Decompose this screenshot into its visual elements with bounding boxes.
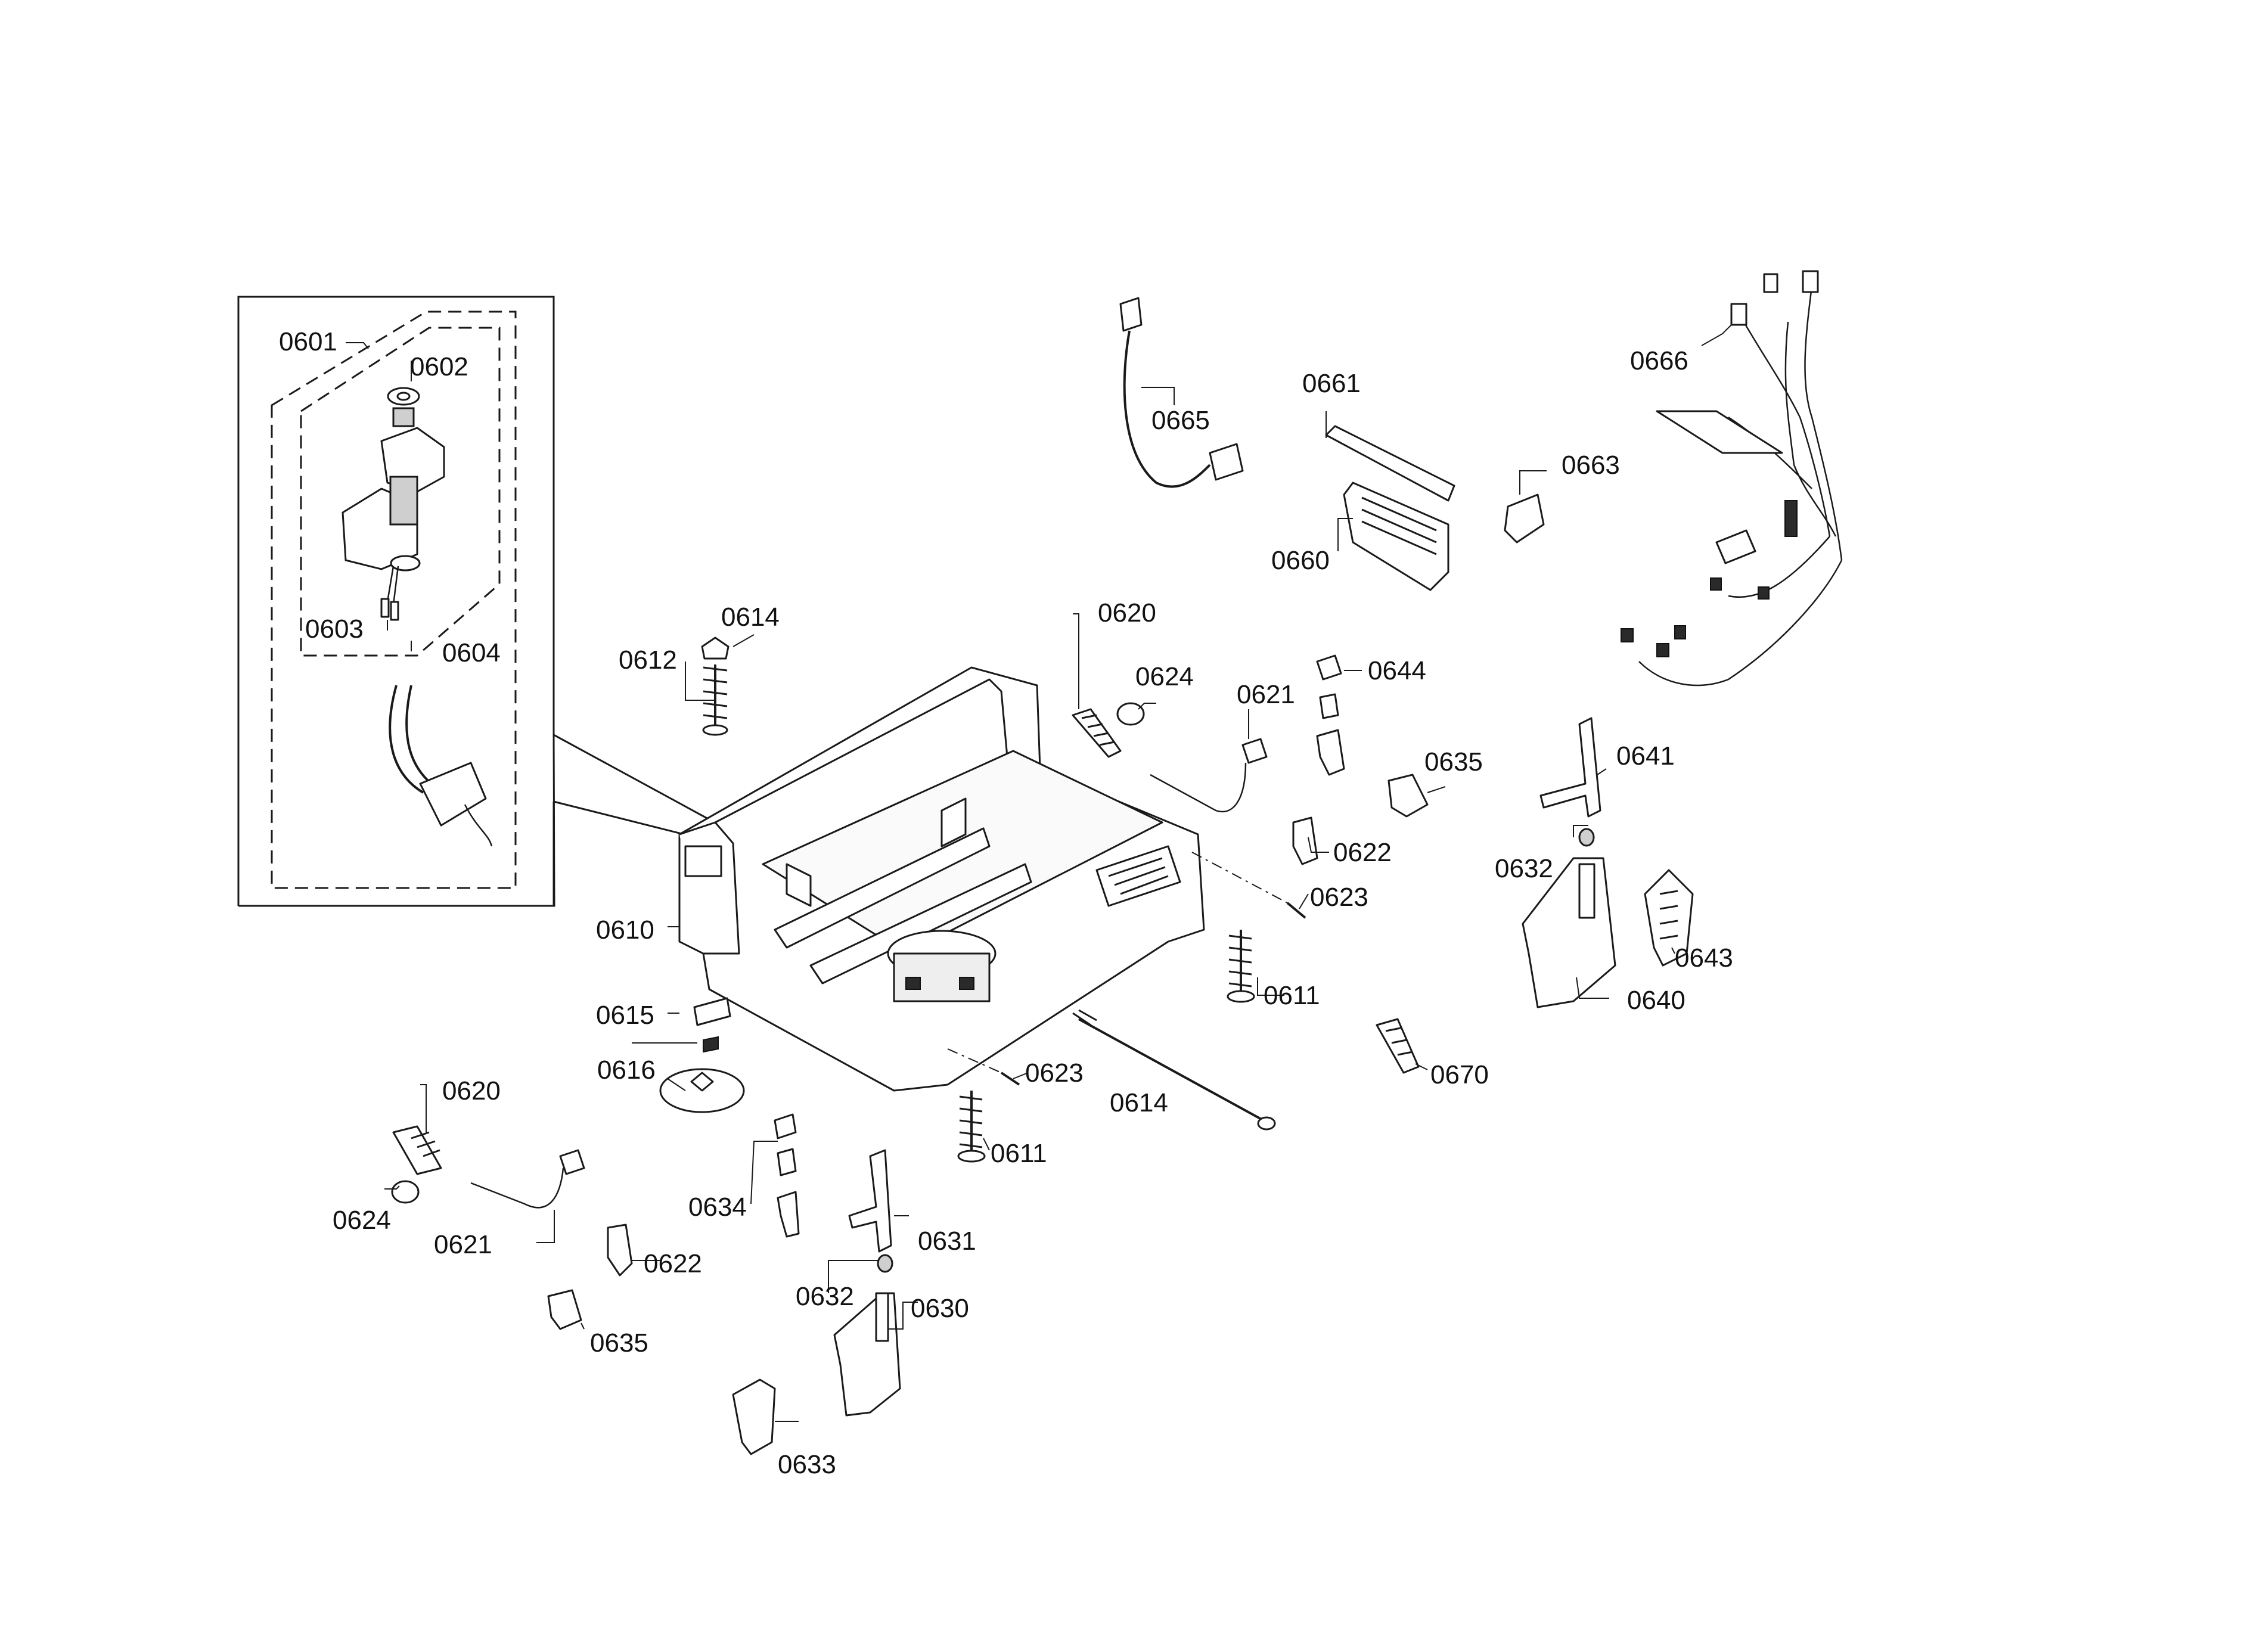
callout-0630: 0630 xyxy=(911,1294,969,1323)
power-cord-part xyxy=(1119,297,1244,488)
callout-0640: 0640 xyxy=(1627,986,1685,1015)
foot-spring-part-front xyxy=(957,1091,986,1163)
callout-0602: 0602 xyxy=(410,352,468,381)
inset-detail-frame xyxy=(237,296,710,907)
hinge-spring-part-left xyxy=(392,1125,442,1175)
bracket-part-right xyxy=(1292,816,1318,865)
callout-0622-left: 0622 xyxy=(644,1249,702,1278)
hinge-lever-part xyxy=(848,1149,893,1273)
adjustable-foot-part xyxy=(701,636,730,736)
callout-0644: 0644 xyxy=(1368,656,1426,685)
callout-0621-right: 0621 xyxy=(1237,680,1295,709)
callout-0620-left: 0620 xyxy=(442,1076,501,1106)
callout-0641: 0641 xyxy=(1616,741,1675,771)
inset-dashed-outline xyxy=(271,310,517,889)
callout-0624-right: 0624 xyxy=(1135,662,1194,691)
callout-0635-left: 0635 xyxy=(590,1328,648,1358)
callout-labels: 0601 0602 0603 0604 0610 0611 0611 0612 … xyxy=(279,327,1733,1479)
control-panel-part xyxy=(1325,425,1455,591)
hinge-lever-part-right xyxy=(1539,717,1601,847)
cap-part-left xyxy=(391,1180,420,1204)
callout-0610: 0610 xyxy=(596,915,654,945)
clip-part-right xyxy=(1387,774,1429,818)
inlet-valve-part xyxy=(342,387,445,621)
callout-0624-left: 0624 xyxy=(333,1206,391,1235)
callout-0612: 0612 xyxy=(619,645,677,675)
hinge-cover-part xyxy=(732,1378,776,1455)
long-rod-part xyxy=(1072,1009,1276,1131)
hinge-clips-part xyxy=(774,1113,800,1238)
callout-0633: 0633 xyxy=(778,1450,836,1479)
callout-0621-left: 0621 xyxy=(434,1230,492,1259)
screw-parts xyxy=(947,852,1306,1086)
wiring-harness-part xyxy=(1621,270,1843,687)
callout-0632-right: 0632 xyxy=(1495,854,1553,883)
callout-0635-right: 0635 xyxy=(1424,747,1483,777)
sensor-block-part xyxy=(693,997,731,1053)
callout-0623-right: 0623 xyxy=(1310,883,1368,912)
callout-0604: 0604 xyxy=(442,638,501,667)
cap-part-right xyxy=(1116,702,1145,726)
foot-spring-part-right xyxy=(1227,930,1255,1003)
callout-0616: 0616 xyxy=(597,1055,656,1085)
hinge-plate-part-right xyxy=(1522,857,1616,1008)
disc-part xyxy=(659,1068,745,1113)
callout-0603: 0603 xyxy=(305,614,364,644)
small-bracket-part xyxy=(1376,1018,1420,1074)
spring-cable-part-right xyxy=(1150,738,1268,812)
callout-0620-right: 0620 xyxy=(1098,598,1156,628)
callout-0622-right: 0622 xyxy=(1333,838,1392,867)
callout-0665: 0665 xyxy=(1151,406,1210,435)
latch-clips-part xyxy=(1316,654,1345,776)
callout-0614-rod: 0614 xyxy=(1110,1088,1168,1117)
clip-part-left xyxy=(547,1289,582,1330)
callout-0601: 0601 xyxy=(279,327,337,356)
callout-0623-front: 0623 xyxy=(1025,1058,1084,1088)
hinge-cover-part-right xyxy=(1644,869,1694,967)
inlet-hose-part xyxy=(389,685,493,847)
callout-0631: 0631 xyxy=(918,1226,976,1256)
callout-0643: 0643 xyxy=(1675,943,1733,973)
callout-0670: 0670 xyxy=(1430,1060,1489,1089)
callout-0666: 0666 xyxy=(1630,346,1688,375)
leader-lines xyxy=(346,324,1732,1422)
callout-0614-top: 0614 xyxy=(721,603,780,632)
lock-switch-part xyxy=(1504,493,1545,544)
spring-cable-part-left xyxy=(470,1149,585,1209)
callout-0615: 0615 xyxy=(596,1001,654,1030)
callout-0611-right: 0611 xyxy=(1264,981,1320,1010)
callout-0634: 0634 xyxy=(688,1193,747,1222)
base-tub-part xyxy=(678,666,1205,1092)
callout-0661: 0661 xyxy=(1302,369,1361,398)
hinge-spring-part-right xyxy=(1072,708,1122,758)
hinge-plate-part xyxy=(833,1292,901,1417)
callout-0611-front: 0611 xyxy=(991,1139,1047,1168)
bracket-part-left xyxy=(607,1224,633,1277)
callout-0632-center: 0632 xyxy=(796,1282,854,1311)
callout-0660: 0660 xyxy=(1271,546,1330,575)
callout-0663: 0663 xyxy=(1562,451,1620,480)
